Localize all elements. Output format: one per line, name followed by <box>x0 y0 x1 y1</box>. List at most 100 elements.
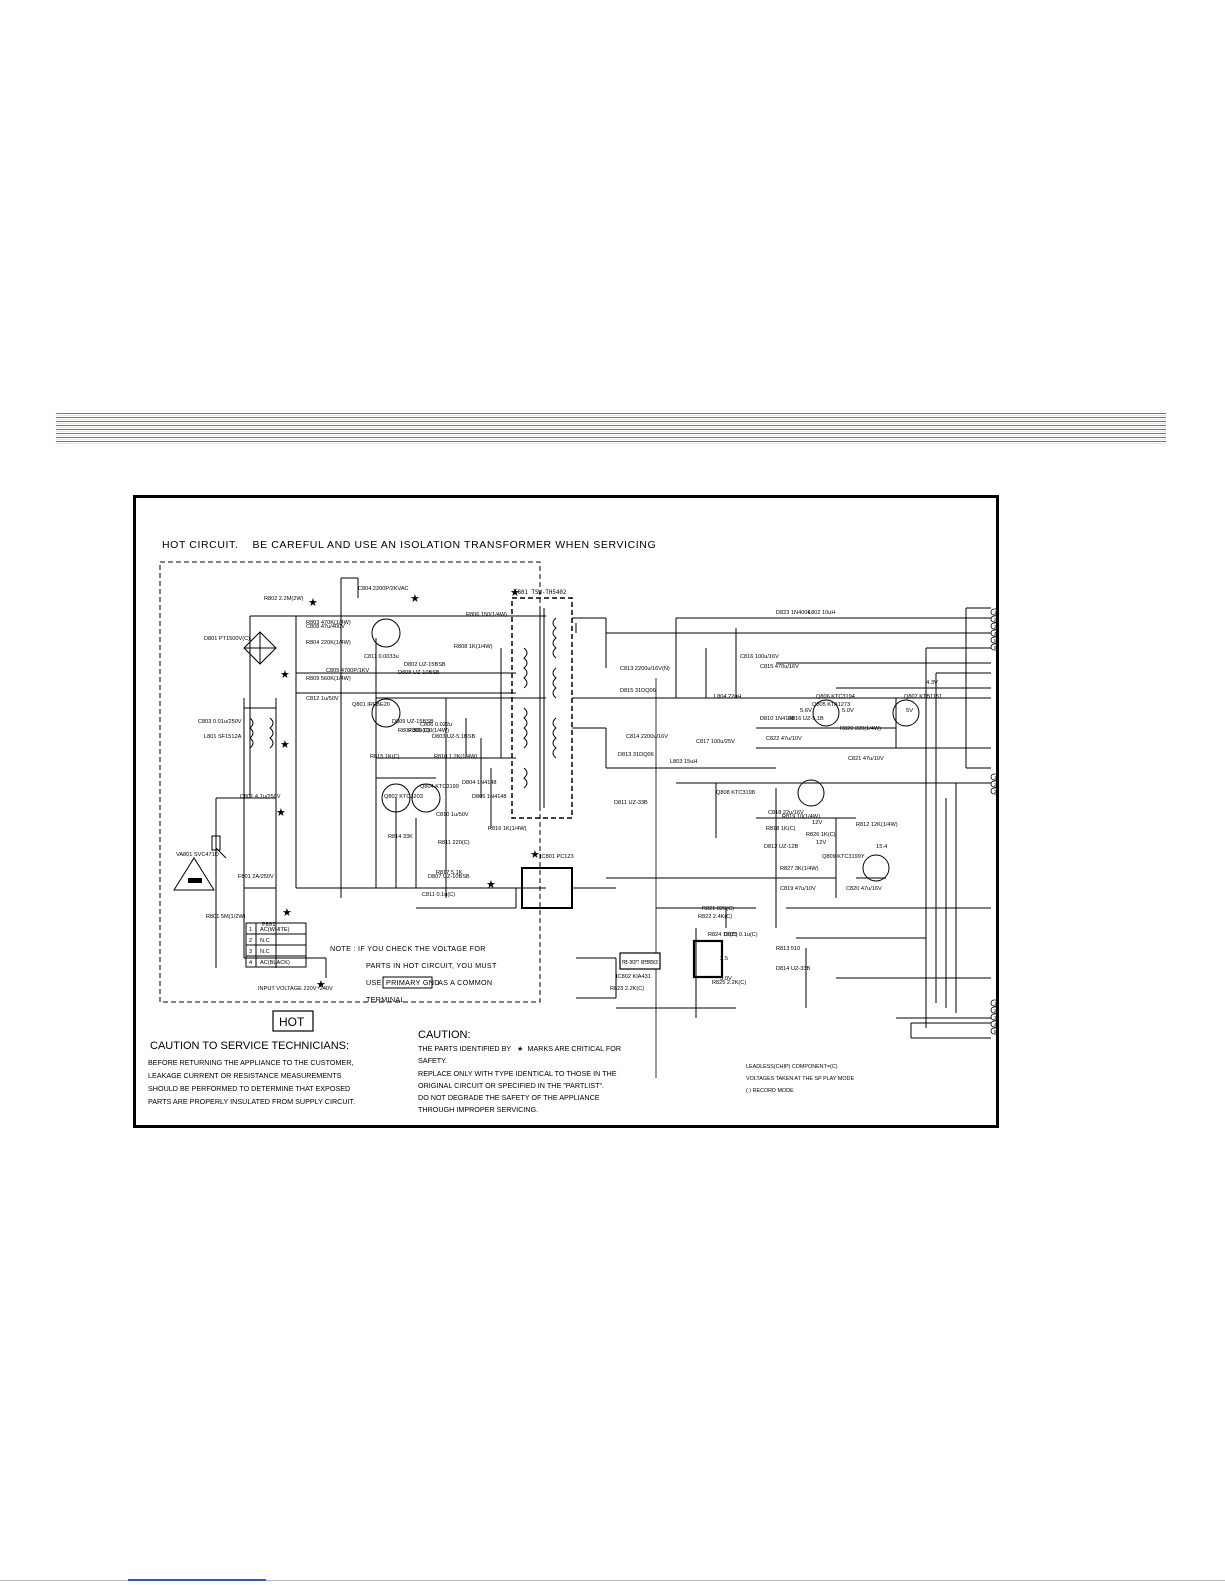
component-label: R826 1K(C) <box>806 832 836 838</box>
component-label: C815 470u/16V <box>760 664 799 670</box>
footer-rule <box>0 1580 1225 1581</box>
component-label: R816 1K(1/4W) <box>488 826 527 832</box>
transformer-label: T801 TSW-TH5402 <box>514 590 566 596</box>
component-label: D812 UZ-12B <box>764 844 798 850</box>
component-label: L804 22uH <box>714 694 741 700</box>
component-label: L802 10uH <box>808 610 835 616</box>
connector-pin <box>990 780 996 788</box>
component-label: R821 820(C) <box>702 906 734 912</box>
header-stripe <box>56 433 1166 434</box>
component-label: C813 2200u/16V(N) <box>620 666 670 672</box>
caution-tech-line: LEAKAGE CURRENT OR RESISTANCE MEASUREMEN… <box>148 1071 342 1080</box>
component-label: D814 UZ-33B <box>776 966 810 972</box>
hot-circuit-warning: HOT CIRCUIT. BE CAREFUL AND USE AN ISOLA… <box>162 539 656 551</box>
voltage-reading: 15.4 <box>876 844 888 850</box>
component-label: C821 47u/10V <box>848 756 884 762</box>
connector-pin <box>990 1013 996 1021</box>
component-label: D803 UZ-5.1BSB <box>432 734 475 740</box>
component-label: Q802 KTC3203 <box>384 794 423 800</box>
component-label: D809 UZ-15BSB <box>392 719 434 725</box>
connector-pin <box>990 787 996 795</box>
component-label: R819 10(1/4W) <box>782 814 820 820</box>
component-label: D802 UZ-15BSB <box>404 662 446 668</box>
component-label: D807 UZ-10BSB <box>428 874 470 880</box>
connector-pin <box>990 636 996 644</box>
header-stripe <box>56 421 1166 422</box>
component-label: R806 150(1/4W) <box>466 612 507 618</box>
component-label: D804 1N4148 <box>462 780 497 786</box>
pre-drift-label: PRE-DRIFT REFERENCE <box>622 960 658 966</box>
hot-label: HOT <box>279 1015 305 1029</box>
connector-pin-label: 3PI <box>994 1015 996 1020</box>
component-label: C817 100u/25V <box>696 739 735 745</box>
component-label: Q804 KTC3199 <box>420 784 459 790</box>
connector-pin <box>990 643 996 651</box>
pin-name: AC(WHITE) <box>260 927 290 933</box>
header-stripe <box>56 413 1166 414</box>
component-label: D808 UZ-10BSB <box>398 670 440 676</box>
component-label: R822 2.4K(C) <box>698 914 732 920</box>
component-label: Q807 KTB1151 <box>904 694 942 700</box>
component-label: R824 1K(C) <box>708 932 738 938</box>
component-label: R812 12K(1/4W) <box>856 822 898 828</box>
caution-parts-line: SAFETY. <box>418 1056 447 1065</box>
svg-text:★: ★ <box>510 587 520 599</box>
voltage-reading: 12V <box>816 840 826 846</box>
note-line-3-tail: AS A COMMON <box>438 978 492 987</box>
connector-pin-label: 5PI <box>994 1029 996 1034</box>
component-label: R811 220(C) <box>438 840 470 846</box>
note-line-4: TERMINAL <box>366 995 405 1004</box>
p801-title: P801 <box>262 922 275 928</box>
component-label: R814 33K <box>388 834 413 840</box>
voltage-reading: 5V <box>906 708 913 714</box>
component-label: Q801 IRFBE20 <box>352 702 390 708</box>
svg-text:★: ★ <box>280 669 290 681</box>
header-stripe <box>56 439 1166 440</box>
component-label: IC801 PC123 <box>540 854 574 860</box>
hot-label-box <box>272 1010 314 1032</box>
component-label: L801 SF1512A <box>204 734 242 740</box>
safety-warning-triangle <box>173 857 215 891</box>
component-label: C820 47u/16V <box>846 886 882 892</box>
caution-tech-title: CAUTION TO SERVICE TECHNICIANS: <box>150 1040 349 1052</box>
voltage-reading: 5.0V <box>842 708 854 714</box>
connector-pin-label: 1PF <box>994 610 996 615</box>
component-label: D801 PT1500V(C) <box>204 636 250 642</box>
header-stripe <box>56 441 1166 442</box>
svg-text:★: ★ <box>276 807 286 819</box>
header-stripe <box>56 435 1166 436</box>
svg-text:★: ★ <box>410 593 420 605</box>
connector-pin-label: 3PA <box>994 789 996 794</box>
caution-parts-title: CAUTION: <box>418 1029 471 1041</box>
caution-tech-line: PARTS ARE PROPERLY INSULATED FROM SUPPLY… <box>148 1097 355 1106</box>
pin-number: 2 <box>249 938 252 944</box>
component-label: Q808 KTC3198 <box>716 790 755 796</box>
component-label: R825 2.2K(C) <box>712 980 746 986</box>
component-label: Q805 KTA1273 <box>812 702 850 708</box>
note-line-1: NOTE : IF YOU CHECK THE VOLTAGE FOR <box>330 944 486 953</box>
component-label: C806 0.022u <box>420 722 452 728</box>
connector-pin-label: 5PF <box>994 638 996 643</box>
component-label: F801 2A/250V <box>238 874 274 880</box>
component-label: R802 2.2M(2W) <box>264 596 304 602</box>
caution-parts: CAUTION: THE PARTS IDENTIFIED BY ★ MARKS… <box>418 1029 621 1114</box>
connector-blocks: TO SERVO & SYSCON1PF2PF1PFDISPLAY VDD2PF… <box>990 608 996 1035</box>
component-label: C804 2200P/2KVAC <box>358 586 409 592</box>
connector-pin-label: 1PI <box>994 1001 996 1006</box>
connector-pin <box>990 608 996 616</box>
component-label: D823 1N4004 <box>776 610 811 616</box>
component-label: R818 1K(C) <box>766 826 796 832</box>
header-stripe <box>56 429 1166 430</box>
wiring <box>211 577 991 1078</box>
pin-name: N.C <box>260 938 270 944</box>
primary-gnd-box <box>382 976 433 989</box>
component-label: L803 15uH <box>670 759 697 765</box>
component-label: D815 31DQ06 <box>620 688 656 694</box>
pin-name: AC(BLACK) <box>260 960 290 966</box>
header-stripe <box>56 423 1166 424</box>
connector-pin-label: 1PA <box>994 775 996 780</box>
header-stripe <box>56 437 1166 438</box>
transformer-box <box>511 597 573 819</box>
